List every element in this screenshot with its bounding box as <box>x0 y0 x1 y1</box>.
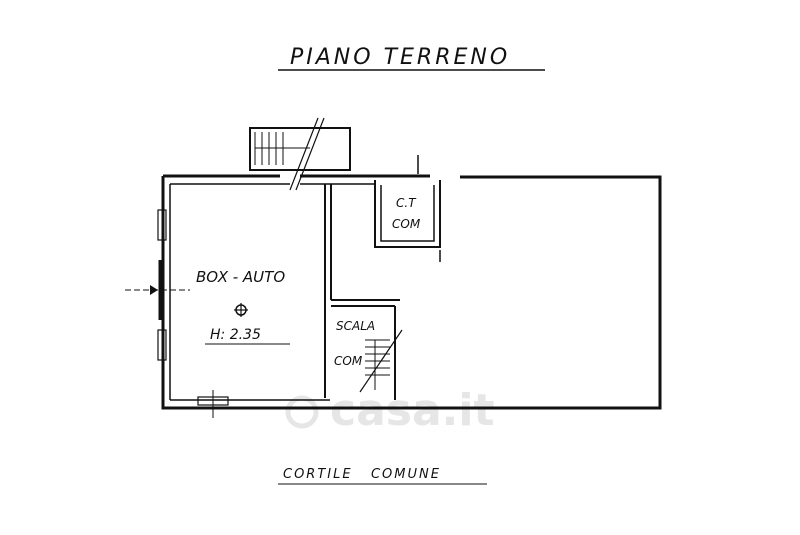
box-height-label: H: 2.35 <box>210 327 261 343</box>
interior-stair <box>359 329 403 393</box>
watermark: casa.it <box>330 385 494 436</box>
watermark-logo-icon <box>285 395 319 429</box>
bottom-wall-opening <box>197 390 229 418</box>
exterior-stair <box>249 117 351 191</box>
partition-walls <box>324 184 400 400</box>
outer-walls <box>161 174 662 410</box>
ct-label: C.T <box>396 196 417 210</box>
ceiling-point-icon <box>234 303 248 317</box>
box-auto-label: BOX - AUTO <box>196 268 285 286</box>
plan-title: PIANO TERRENO <box>290 45 510 70</box>
left-wall-openings <box>125 209 190 361</box>
scala-label: SCALA <box>336 319 375 333</box>
courtyard-label: CORTILE COMUNE <box>283 467 441 482</box>
ct-room <box>374 155 441 262</box>
scala-com-label: COM <box>334 354 363 368</box>
ct-com-label: COM <box>392 217 421 231</box>
